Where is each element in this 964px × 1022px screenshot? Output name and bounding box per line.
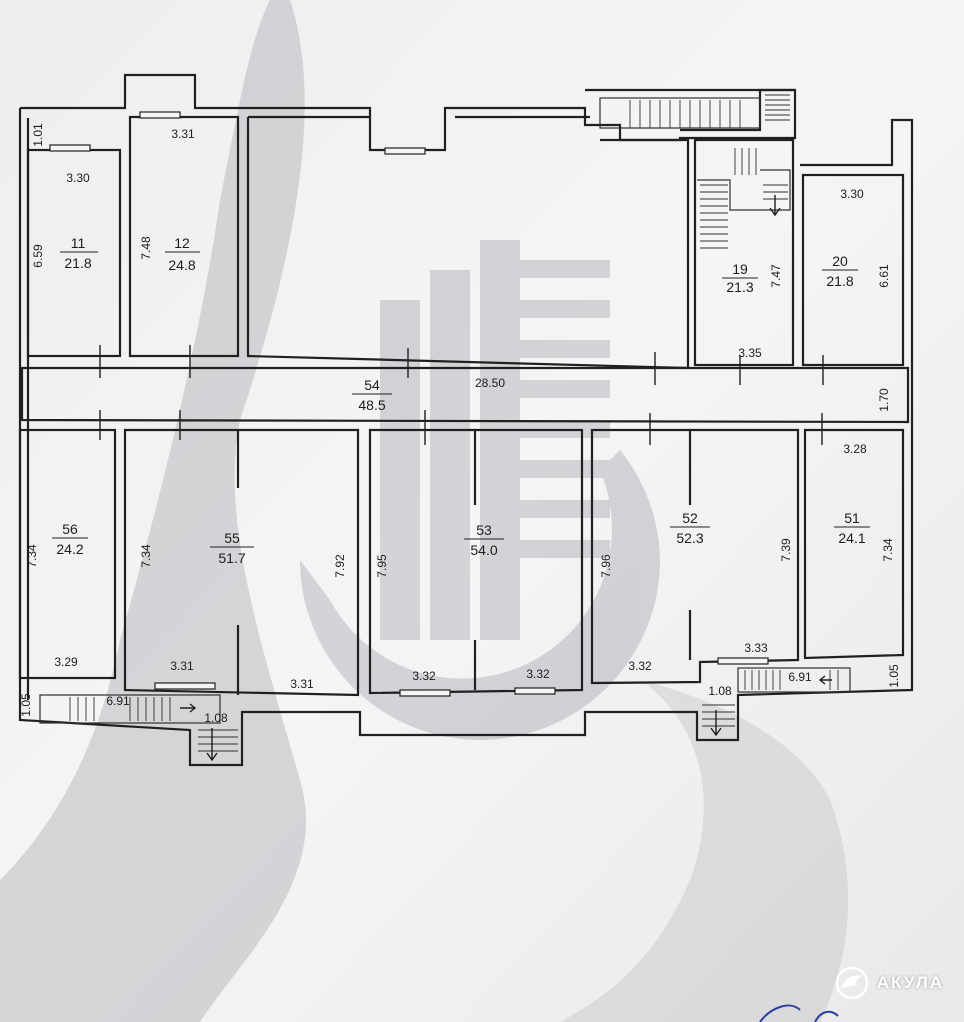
room-19-area: 21.3 bbox=[726, 279, 753, 295]
room-53-area: 54.0 bbox=[470, 542, 497, 558]
room-11-area: 21.8 bbox=[64, 255, 91, 271]
dim-label: 3.32 bbox=[526, 667, 550, 681]
dim-label: 7.47 bbox=[769, 264, 783, 288]
room-20-number: 20 bbox=[832, 253, 848, 269]
room-12-outline bbox=[128, 115, 240, 358]
dim-label: 6.61 bbox=[877, 264, 891, 288]
dim-label: 7.39 bbox=[779, 538, 793, 562]
dim-label: 3.28 bbox=[843, 442, 867, 456]
bottom-right-stair bbox=[737, 667, 851, 693]
dim-label: 3.32 bbox=[628, 659, 652, 673]
room-11-number: 11 bbox=[71, 235, 86, 251]
room-19-outline bbox=[693, 138, 795, 367]
dim-label: 6.91 bbox=[106, 694, 130, 708]
dim-label: 3.30 bbox=[66, 171, 90, 185]
dim-label: 7.34 bbox=[25, 544, 39, 568]
dim-label: 3.35 bbox=[738, 346, 762, 360]
stairs bbox=[39, 94, 851, 762]
room-54-number: 54 bbox=[364, 377, 380, 393]
dim-label: 7.34 bbox=[139, 544, 153, 568]
dim-label: 28.50 bbox=[475, 376, 505, 390]
room-55-area: 51.7 bbox=[218, 550, 245, 566]
dim-label: 3.33 bbox=[744, 641, 768, 655]
building-logo-watermark bbox=[300, 240, 660, 740]
room-19-number: 19 bbox=[732, 261, 748, 277]
dim-label: 1.70 bbox=[877, 388, 891, 412]
room-52-outline bbox=[590, 428, 800, 685]
dim-label: 1.08 bbox=[204, 711, 228, 725]
dimension-labels: 1.01 3.30 3.31 6.59 7.48 7.47 3.30 6.61 … bbox=[19, 123, 901, 725]
dim-label: 1.05 bbox=[887, 664, 901, 688]
door-marks bbox=[99, 345, 824, 445]
room-20-outline bbox=[801, 173, 905, 367]
dim-label: 1.01 bbox=[31, 123, 45, 147]
dim-label: 1.08 bbox=[708, 684, 732, 698]
room-52-area: 52.3 bbox=[676, 530, 703, 546]
dim-label: 3.31 bbox=[290, 677, 314, 691]
dim-label: 3.30 bbox=[840, 187, 864, 201]
dim-label: 6.59 bbox=[31, 244, 45, 268]
room-12-area: 24.8 bbox=[168, 257, 195, 273]
phone-shadow bbox=[560, 680, 849, 1022]
bottom-left-stair bbox=[39, 694, 221, 724]
room-51-area: 24.1 bbox=[838, 530, 865, 546]
room-55-outline bbox=[123, 428, 360, 697]
dim-label: 3.31 bbox=[170, 659, 194, 673]
dim-label: 7.92 bbox=[333, 554, 347, 578]
room-20-area: 21.8 bbox=[826, 273, 853, 289]
dim-label: 6.91 bbox=[788, 670, 812, 684]
shark-logo-icon bbox=[835, 966, 869, 1000]
dim-label: 7.34 bbox=[881, 538, 895, 562]
room-51-outline bbox=[803, 428, 905, 660]
dim-label: 3.31 bbox=[171, 127, 195, 141]
brand-text: АКУЛА bbox=[876, 973, 944, 992]
dim-label: 3.32 bbox=[412, 669, 436, 683]
windows bbox=[49, 111, 769, 697]
room-56-outline bbox=[18, 428, 117, 680]
dim-label: 7.95 bbox=[375, 554, 389, 578]
room-53-outline bbox=[368, 428, 584, 695]
dim-label: 1.05 bbox=[19, 693, 33, 717]
room-51-number: 51 bbox=[844, 510, 860, 526]
pen-scribble bbox=[759, 1004, 839, 1022]
room-54-outline bbox=[20, 366, 910, 424]
room-56-number: 56 bbox=[62, 521, 78, 537]
hand-shadow bbox=[0, 0, 307, 1022]
dim-label: 7.48 bbox=[139, 236, 153, 260]
room-52-number: 52 bbox=[682, 510, 698, 526]
dim-label: 3.29 bbox=[54, 655, 78, 669]
room-54-area: 48.5 bbox=[358, 397, 385, 413]
room-56-area: 24.2 bbox=[56, 541, 83, 557]
room-12-number: 12 bbox=[174, 235, 190, 251]
brand-watermark: АКУЛА bbox=[835, 966, 944, 1000]
bottom-row bbox=[18, 428, 905, 697]
room-labels: 11 21.8 12 24.8 19 21.3 20 21.8 54 48.5 … bbox=[52, 235, 870, 566]
room-53-number: 53 bbox=[476, 522, 492, 538]
room-55-number: 55 bbox=[224, 530, 240, 546]
dim-label: 7.96 bbox=[599, 554, 613, 578]
